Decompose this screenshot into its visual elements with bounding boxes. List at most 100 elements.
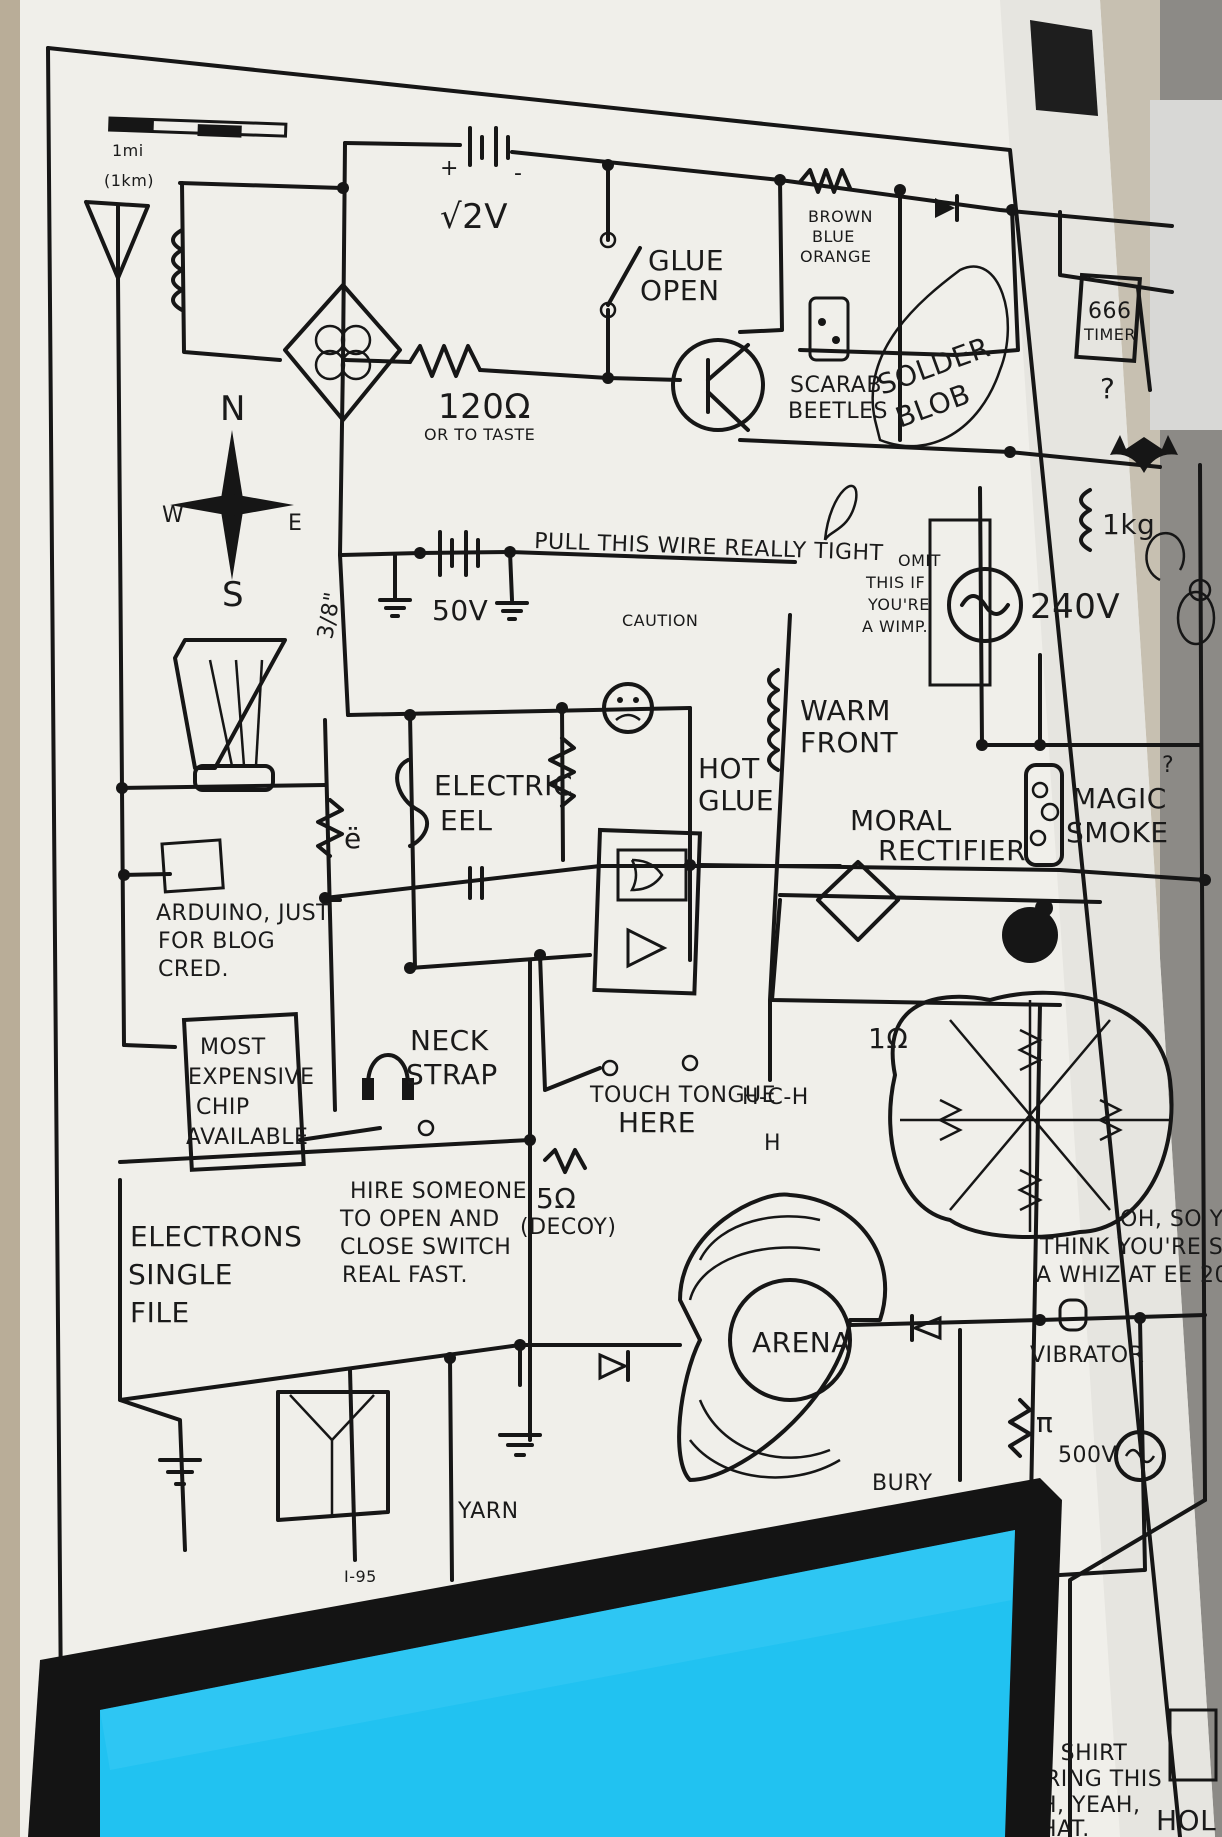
resistor-color-3: ORANGE bbox=[800, 247, 871, 266]
omit-label-3: YOU'RE bbox=[867, 595, 930, 614]
wire-loop bbox=[823, 484, 858, 541]
pi-resistor: π bbox=[1008, 1398, 1053, 1458]
hol-label: HOL bbox=[1156, 1804, 1216, 1837]
arduino-board: ARDUINO, JUST FOR BLOG CRED. bbox=[156, 838, 330, 982]
ac-source-240: OMIT THIS IF YOU'RE A WIMP. 240V bbox=[862, 518, 1120, 687]
bridge-symbol bbox=[283, 283, 402, 422]
arduino-label-1: ARDUINO, JUST bbox=[156, 901, 330, 926]
scarab-label-1: SCARAB bbox=[790, 373, 882, 398]
coil-inductor-left bbox=[171, 228, 184, 312]
electric-eel: ELECTRIC EEL bbox=[395, 758, 572, 848]
whiz-label-1: OH, SO YOU bbox=[1120, 1207, 1222, 1232]
moral-label-2: RECTIFIER bbox=[878, 834, 1026, 867]
electrons-label-3: FILE bbox=[130, 1296, 190, 1329]
transistor-symbol bbox=[671, 338, 765, 432]
shirt-label-4: HAT. bbox=[1040, 1817, 1090, 1837]
beaker-icon bbox=[1168, 1708, 1218, 1782]
chip-label-2: EXPENSIVE bbox=[188, 1065, 315, 1090]
monitor-foreground bbox=[28, 1478, 1062, 1837]
battery-plus: + bbox=[440, 156, 459, 181]
battery-50v-label: 50V bbox=[432, 594, 488, 627]
junction-dots bbox=[116, 159, 1211, 1364]
i95-label: I-95 bbox=[344, 1567, 377, 1586]
bat-icon bbox=[1110, 435, 1178, 473]
h-below-label: H bbox=[764, 1131, 781, 1156]
timer-chip: 666 TIMER ? bbox=[1074, 272, 1142, 405]
compass-south: S bbox=[222, 575, 244, 615]
scale-label: 1mi bbox=[112, 141, 144, 160]
vibrator-motor: VIBRATOR bbox=[1030, 1298, 1144, 1368]
one-ohm-label: 1Ω bbox=[868, 1022, 908, 1055]
resistor-color-2: BLUE bbox=[812, 227, 855, 246]
whiz-label-3: A WHIZ AT EE 201? bbox=[1036, 1263, 1222, 1288]
neck-strap: NECK STRAP bbox=[362, 1024, 498, 1100]
resistor-middle bbox=[548, 736, 576, 808]
tongue-label-2: HERE bbox=[618, 1106, 696, 1139]
warm-front-label-2: FRONT bbox=[800, 726, 899, 759]
arduino-label-2: FOR BLOG bbox=[158, 929, 275, 954]
decoy-resistor: 5Ω (DECOY) bbox=[520, 1148, 616, 1240]
shirt-label-1: F SHIRT bbox=[1040, 1741, 1127, 1766]
battery-50v: 50V bbox=[378, 530, 529, 627]
omit-label-1: OMIT bbox=[898, 551, 941, 570]
magic-label-2: SMOKE bbox=[1066, 816, 1169, 849]
compass-north: N bbox=[220, 389, 246, 429]
eel-label-2: EEL bbox=[440, 804, 492, 837]
weight-label: 1kg bbox=[1102, 508, 1155, 541]
ac-source-500: 500V bbox=[1058, 1430, 1166, 1482]
whiz-label-2: THINK YOU'RE SUCH bbox=[1039, 1235, 1222, 1260]
e-umlaut-label: ë bbox=[344, 822, 362, 855]
electrons-label-2: SINGLE bbox=[128, 1258, 233, 1291]
tape-strip bbox=[1030, 20, 1098, 116]
pi-label: π bbox=[1036, 1406, 1053, 1439]
question-mark-timer: ? bbox=[1100, 372, 1115, 405]
magic-label-1: MAGIC bbox=[1072, 782, 1167, 815]
omit-label-2: THIS IF bbox=[865, 573, 925, 592]
scarab-jar: SCARAB BEETLES bbox=[788, 296, 887, 424]
neck-label-1: NECK bbox=[410, 1024, 489, 1057]
hch-label: H-C-H bbox=[742, 1085, 809, 1110]
resistor-120-label: 120Ω bbox=[438, 387, 531, 427]
ac-240-label: 240V bbox=[1030, 587, 1120, 627]
logic-gate-box: HOT GLUE bbox=[592, 752, 774, 996]
hire-label-3: CLOSE SWITCH bbox=[340, 1235, 511, 1260]
arduino-label-3: CRED. bbox=[158, 957, 229, 982]
battery-top: + - √2V bbox=[440, 126, 522, 237]
moral-rectifier: MORAL RECTIFIER bbox=[816, 804, 1026, 942]
compass-west: W bbox=[162, 503, 184, 528]
timer-label-1: 666 bbox=[1088, 299, 1132, 324]
hot-glue-label-2: GLUE bbox=[698, 784, 774, 817]
resistor-network: 1Ω bbox=[868, 990, 1174, 1239]
arena-stadium: ARENA bbox=[677, 1192, 888, 1482]
question-mark-right: ? bbox=[1162, 753, 1174, 778]
caution-label: CAUTION bbox=[622, 611, 698, 630]
shirt-label-2: IRING THIS bbox=[1038, 1767, 1162, 1792]
coil-1kg: 1kg bbox=[1079, 488, 1155, 552]
warm-front-coil: WARM FRONT bbox=[767, 668, 899, 772]
tongue-label-1: TOUCH TONGUE bbox=[589, 1083, 776, 1108]
antenna-symbol bbox=[84, 200, 150, 1047]
arena-label: ARENA bbox=[752, 1326, 851, 1359]
capacitor-middle bbox=[468, 866, 484, 900]
window-light bbox=[1150, 100, 1222, 430]
sad-face-icon bbox=[602, 682, 654, 734]
resistor-color-band: BROWN BLUE ORANGE bbox=[798, 168, 873, 266]
vibrator-label: VIBRATOR bbox=[1030, 1343, 1144, 1368]
glue-label-2: OPEN bbox=[640, 274, 720, 307]
glue-label-1: GLUE bbox=[648, 244, 724, 277]
scale-alt-label: (1km) bbox=[104, 171, 154, 190]
poster-paper bbox=[20, 0, 1215, 1837]
timer-label-2: TIMER bbox=[1083, 325, 1136, 344]
neck-label-2: STRAP bbox=[406, 1058, 498, 1091]
touch-tongue-contacts: TOUCH TONGUE HERE H-C-H H bbox=[589, 1054, 809, 1156]
yarn-label: YARN bbox=[457, 1499, 519, 1524]
hot-glue-label-1: HOT bbox=[698, 752, 760, 785]
battery-minus: - bbox=[514, 161, 522, 186]
diode-top bbox=[935, 194, 959, 222]
resistor-color-1: BROWN bbox=[808, 207, 873, 226]
battery-top-label: √2V bbox=[440, 197, 508, 237]
scale-bar: 1mi (1km) bbox=[104, 116, 288, 190]
hire-switch-note: HIRE SOMEONE TO OPEN AND CLOSE SWITCH RE… bbox=[298, 1119, 527, 1288]
resistor-120: 120Ω OR TO TASTE bbox=[408, 344, 535, 444]
